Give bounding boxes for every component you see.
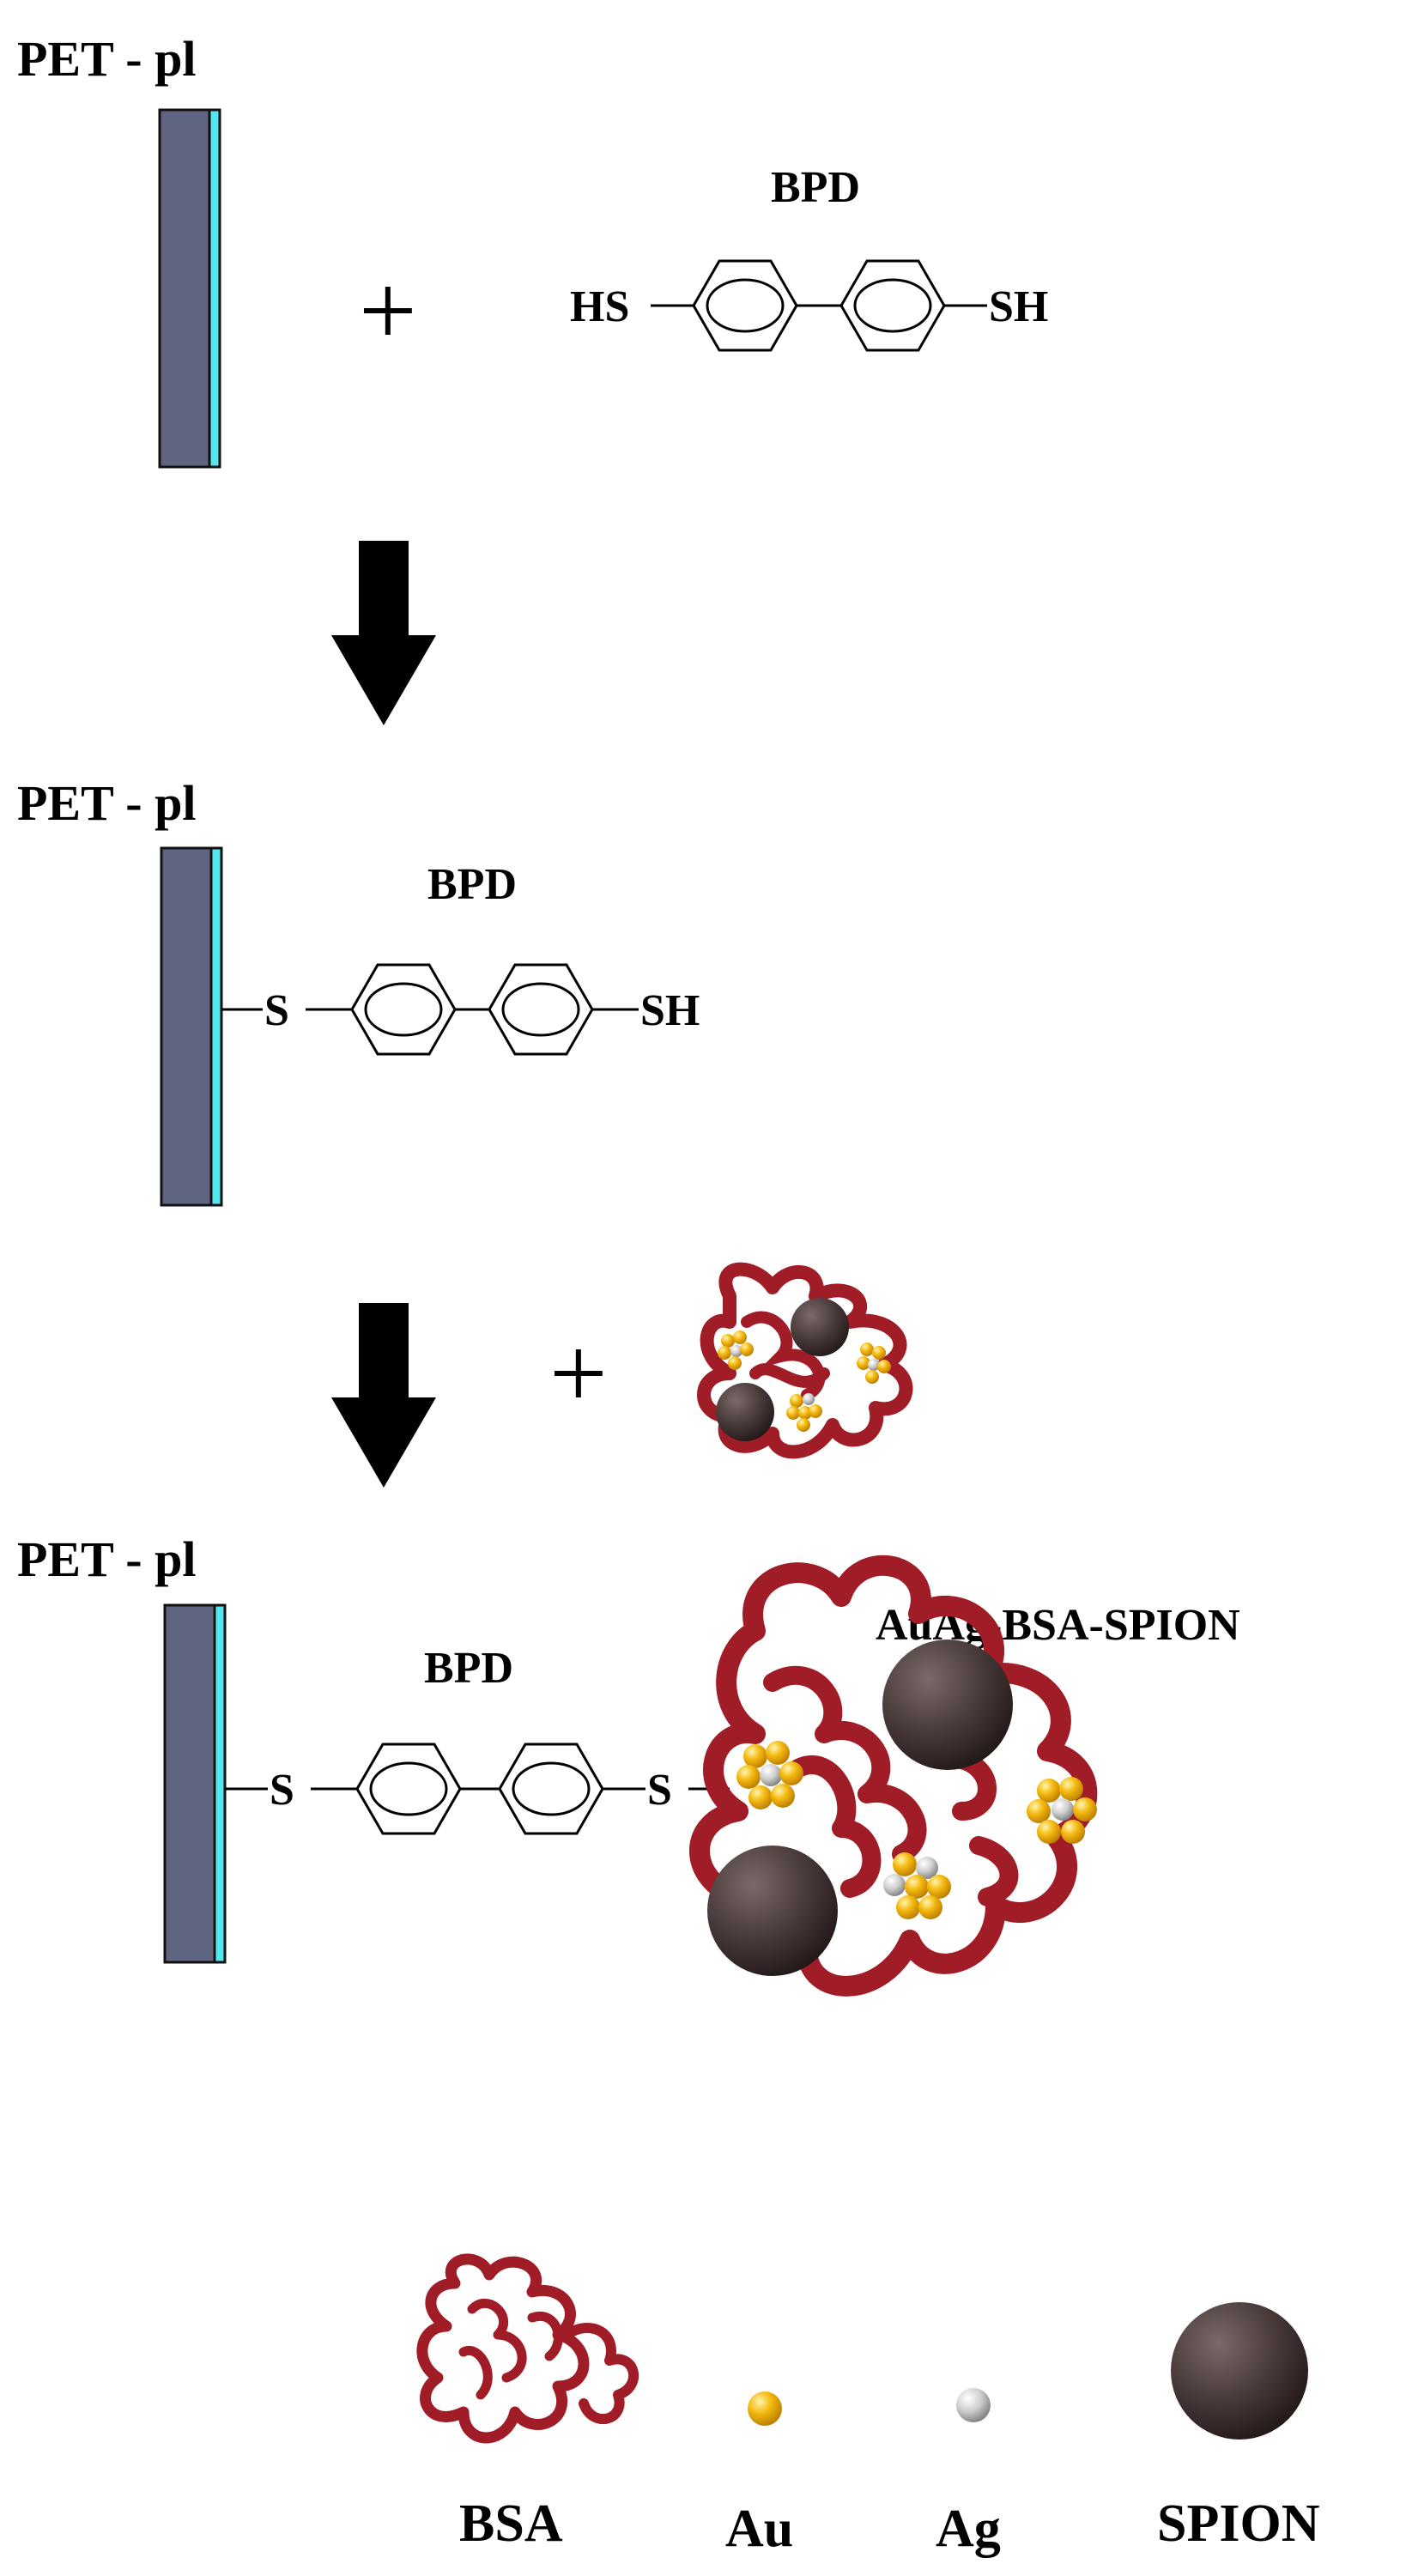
bpd-molecule-1: HS SH	[570, 259, 1048, 352]
bpd-label-1: BPD	[771, 163, 860, 212]
auag-cluster	[1027, 1777, 1097, 1844]
phenyl-ring	[350, 963, 457, 1056]
right-group-sh: SH	[989, 282, 1048, 331]
pet-plate-2	[160, 846, 223, 1207]
gold-sphere-icon	[748, 2391, 782, 2426]
legend-item-bsa: BSA	[416, 2253, 639, 2553]
right-group-s: S	[647, 1766, 672, 1815]
phenyl-ring	[488, 963, 594, 1056]
phenyl-ring	[692, 259, 798, 352]
plate-label-2: PET - pl	[17, 775, 196, 831]
legend-label-ag: Ag	[936, 2500, 1001, 2558]
pet-plate-1	[158, 108, 221, 469]
plus-sign-1: +	[359, 253, 417, 367]
plus-sign-2: +	[549, 1316, 608, 1430]
plate-label-1: PET - pl	[17, 31, 196, 87]
bpd-molecule-3: S S	[225, 1743, 730, 1835]
protein-coil-icon	[416, 2253, 639, 2444]
plate-label-3: PET - pl	[17, 1531, 196, 1587]
silver-sphere-icon	[956, 2388, 991, 2422]
legend-label-au: Au	[725, 2500, 793, 2558]
legend-item-au: Au	[725, 2391, 793, 2558]
legend: BSA Au Ag SPION	[416, 2253, 1319, 2558]
bpd-molecule-2: S SH	[221, 963, 700, 1056]
bpd-label-2: BPD	[427, 860, 517, 909]
phenyl-ring	[839, 259, 946, 352]
bpd-label-3: BPD	[424, 1644, 513, 1693]
right-group-sh: SH	[640, 986, 700, 1035]
legend-label-spion: SPION	[1157, 2494, 1319, 2553]
legend-item-ag: Ag	[936, 2388, 1001, 2558]
legend-item-spion: SPION	[1157, 2302, 1319, 2553]
step3: PET - pl BPD S S AuAg-BSA-SPION	[17, 1531, 1240, 1997]
auag-cluster	[736, 1741, 803, 1809]
legend-label-bsa: BSA	[459, 2494, 563, 2553]
left-group-s: S	[264, 986, 289, 1035]
iron-oxide-sphere-icon	[1171, 2302, 1308, 2440]
step2: PET - pl BPD S SH	[17, 775, 700, 1207]
left-group-hs: HS	[570, 282, 629, 331]
auag-cluster	[883, 1852, 951, 1919]
pet-plate-3	[163, 1603, 227, 1964]
phenyl-ring	[498, 1743, 604, 1835]
left-group-s: S	[270, 1766, 294, 1815]
down-arrow-icon	[331, 541, 436, 725]
step1: PET - pl + BPD HS SH	[17, 31, 1048, 469]
phenyl-ring	[355, 1743, 462, 1835]
down-arrow-icon	[331, 1303, 436, 1488]
auag-bsa-spion-conjugate	[689, 1555, 1098, 1997]
reagent-conjugate-small	[697, 1262, 913, 1459]
